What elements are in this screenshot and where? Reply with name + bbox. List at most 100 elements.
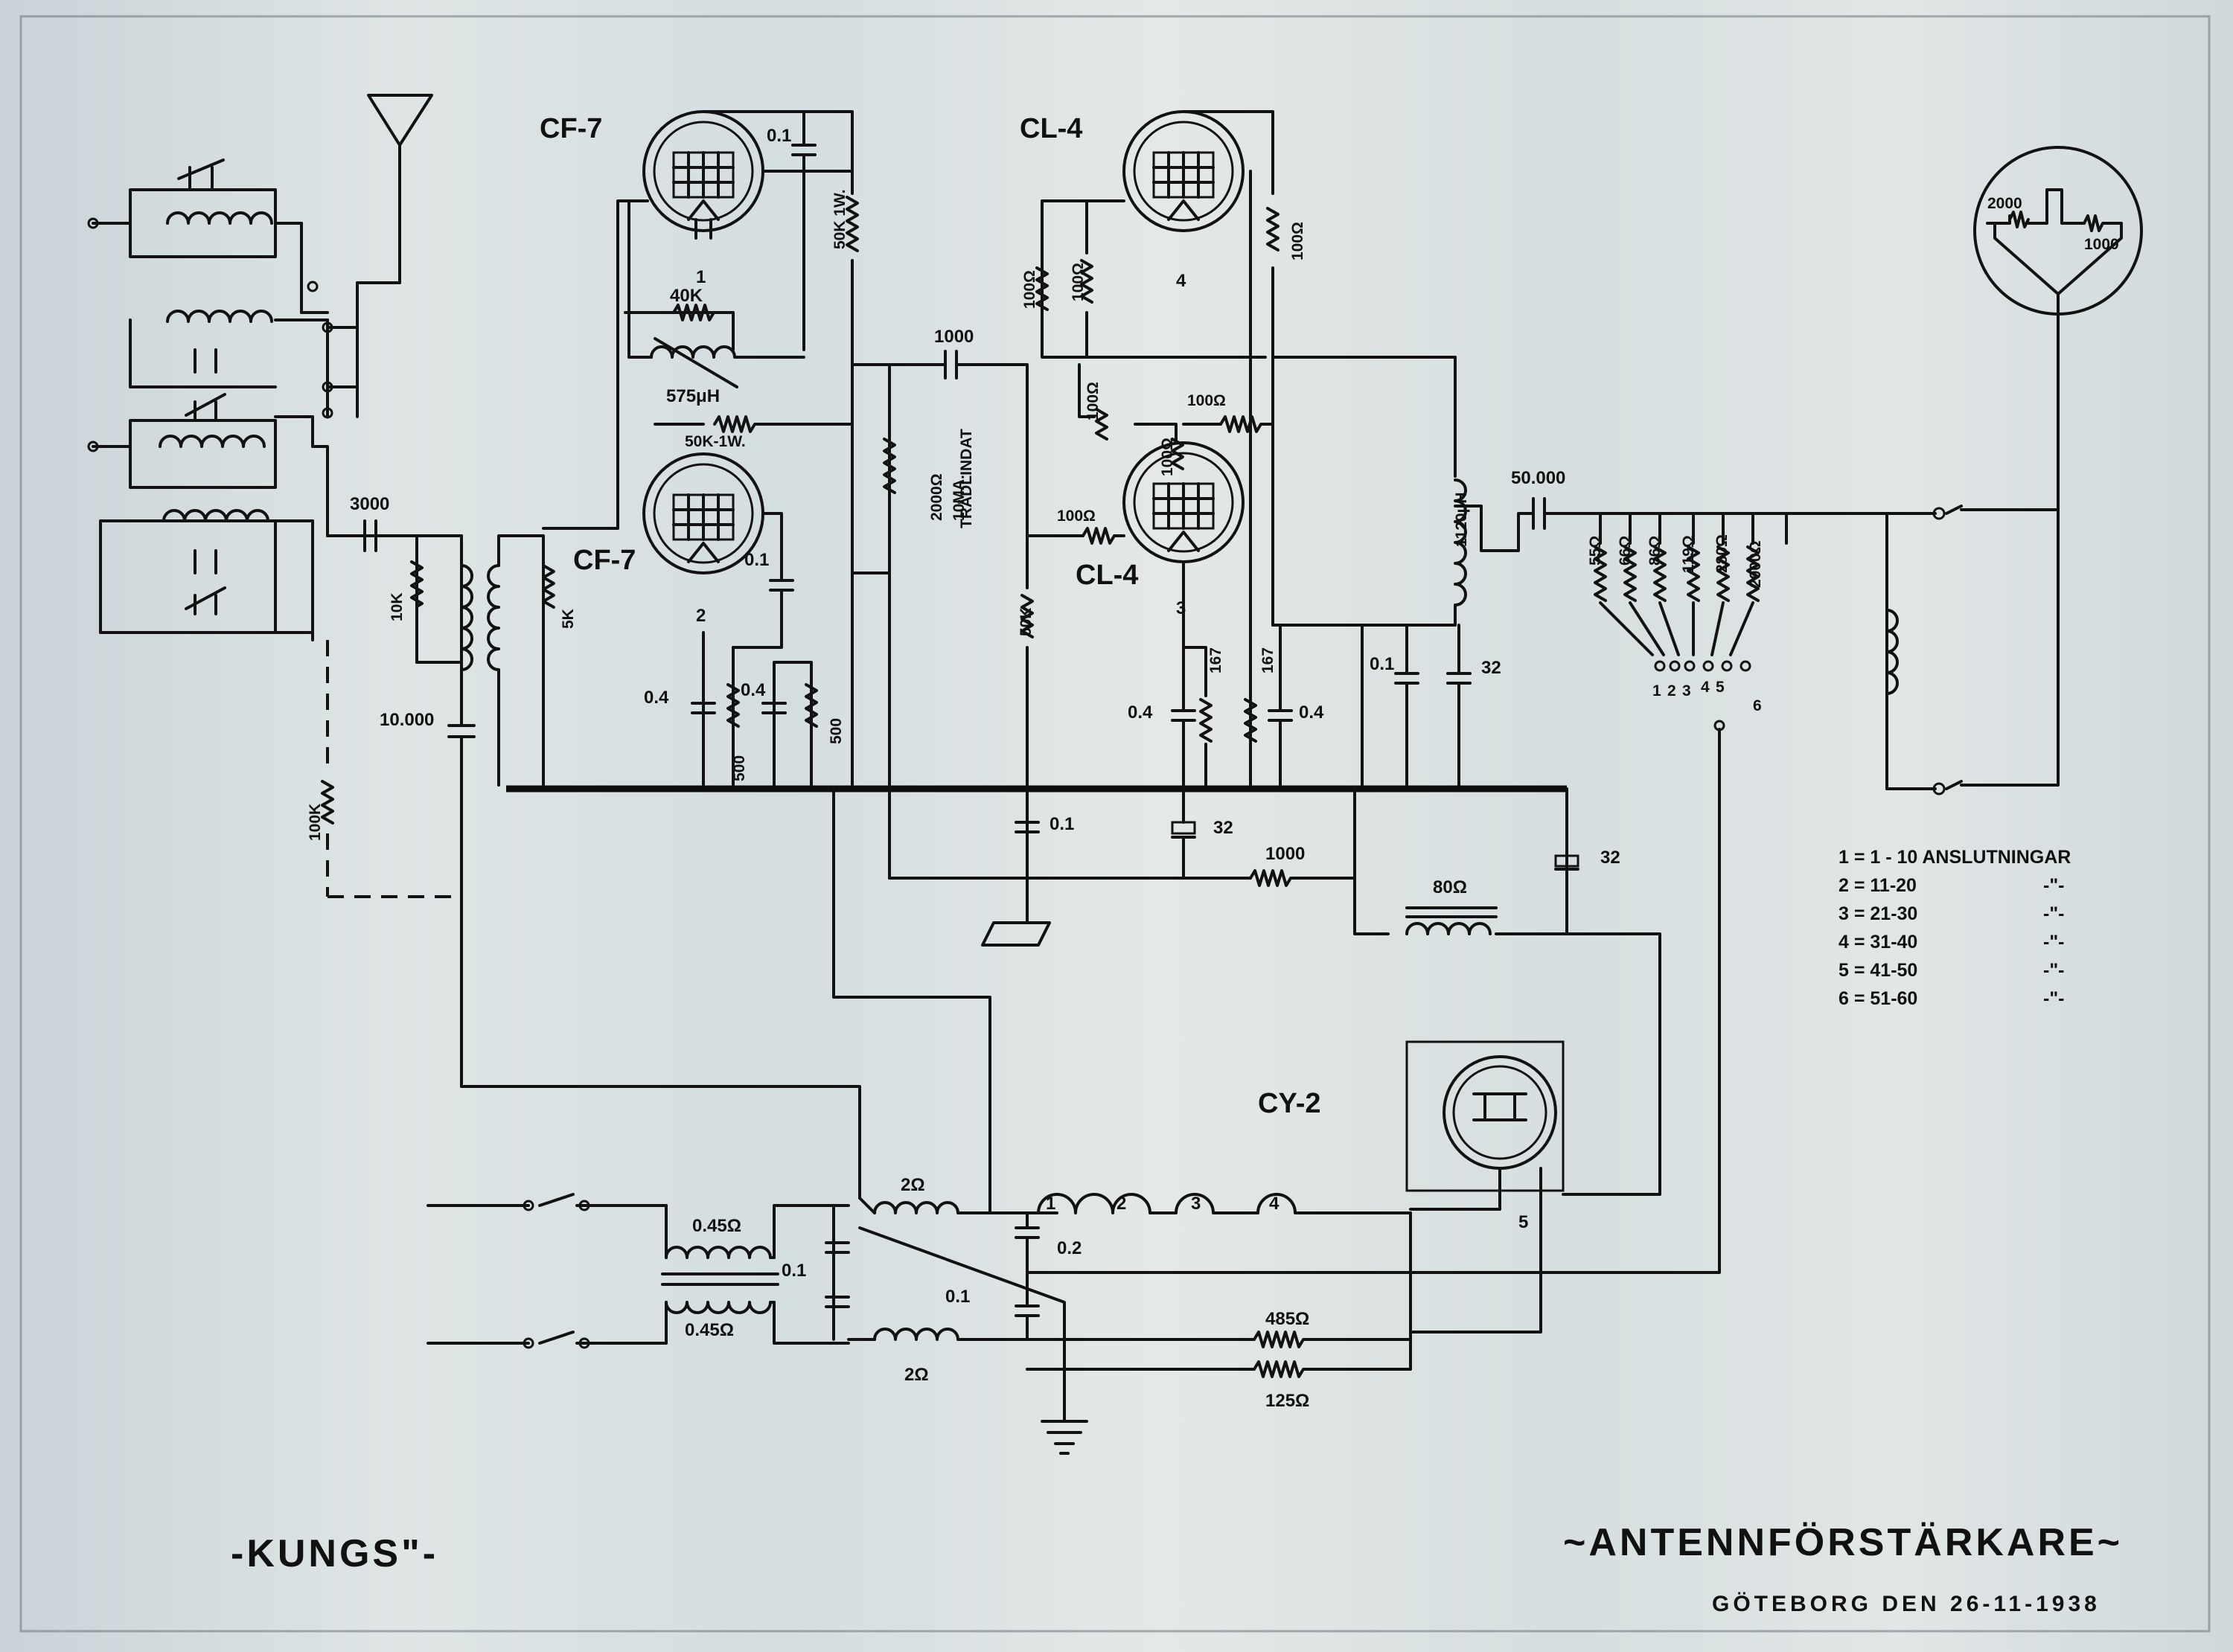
l-2-a-label: 2Ω [901,1175,925,1195]
l-575-icon [650,345,736,359]
r-50k-1w-label: 50K 1W. [831,189,849,249]
band-switch [307,281,359,419]
tube-1: CF-7 1 [540,110,764,287]
coil-2-icon [166,310,273,323]
l-575-label: 575μH [666,386,720,406]
legend-row-left: 5 = 41-50 [1839,960,1917,981]
connection-legend: 1 = 1 - 10 ANSLUTNINGAR 2 = 11-20 -"- 3 … [1839,847,2071,1009]
r-280-label: 280Ω [1713,534,1731,573]
r-100-c-icon [1266,207,1280,252]
r-40k-icon [672,304,715,321]
fil-3-label: 3 [1191,1194,1201,1214]
r-500-b-label: 500 [828,718,845,744]
r-50k-label: 50K [1018,607,1035,636]
r-100-e-icon [1171,438,1184,470]
r-40k-label: 40K [670,286,703,306]
legend-row-left: 1 = 1 - 10 ANSLUTNINGAR [1839,847,2071,868]
rectifier-number: 5 [1518,1212,1528,1232]
l-1120-label: 1120μH [1453,492,1470,547]
tube-2-type-label: CF-7 [573,545,636,576]
trad-ma-label: 10MA. [951,475,968,521]
r-167-a-label: 167 [1207,647,1224,673]
r-119-label: 119Ω [1680,535,1697,573]
r-500-a-label: 500 [731,755,748,781]
c-10000-label: 10.000 [380,710,434,730]
c-04-a-label: 0.4 [644,688,669,708]
input-coil-secondary-icon [487,564,500,671]
meter-icon [1973,146,2143,316]
c-32-bus-label: 32 [1213,818,1233,838]
c-01-bus-label: 0.1 [1050,814,1074,834]
interstage-coupling: 1000 2000Ω TRÅDLINDAT 10MA. 50K [851,327,1058,790]
r-100k-label: 100K [307,804,324,841]
subtitle: GÖTEBORG DEN 26-11-1938 [1712,1592,2101,1616]
transformer-lower-coil-icon [665,1301,776,1314]
r-100-a-icon [1035,266,1049,311]
antenna-input-section [87,94,433,641]
input-terminal-2 [87,441,99,452]
antenna-icon [367,94,433,284]
tube-1-number: 1 [696,267,706,287]
c-50000-label: 50.000 [1511,468,1565,488]
legend-row-left: 4 = 31-40 [1839,932,1917,953]
c-32-far-label: 32 [1600,848,1620,868]
coil-3-icon [159,435,266,448]
l-2-b-icon [873,1328,991,1341]
l-2-a-icon [873,1201,991,1214]
r-66-label: 66Ω [1617,536,1634,566]
fil-2-label: 2 [1116,1194,1126,1214]
rectifier-tube-icon [1443,1055,1557,1170]
tube-4-number: 4 [1176,271,1186,291]
r-485-label: 485Ω [1265,1309,1309,1329]
r-2000-trad-label: 2000Ω [928,473,945,521]
r-100-d-label: 100Ω [1084,382,1102,420]
l-2-b-label: 2Ω [904,1365,929,1385]
c-02-label: 0.2 [1057,1238,1082,1258]
sw-6-label: 6 [1753,697,1762,714]
c-04-c-label: 0.4 [1128,702,1153,723]
r-100-c-label: 100Ω [1289,222,1306,260]
sw-2-label: 2 [1667,682,1676,699]
rectifier-type-label: CY-2 [1258,1088,1320,1119]
transformer-upper-coil-icon [665,1246,776,1259]
c-01-top-label: 0.1 [767,126,791,146]
sw-3-label: 3 [1682,682,1691,699]
coil-4-icon [162,509,269,522]
r-100-b-icon [1080,259,1093,304]
output-choke-icon [1885,609,1899,695]
tube-3-type-label: CL-4 [1076,560,1138,591]
tube-1-type-label: CF-7 [540,113,602,144]
l-80-label: 80Ω [1433,877,1467,897]
c-3000-label: 3000 [350,494,389,514]
sw-4-label: 4 [1701,679,1710,696]
r-50k-1w-icon [846,196,859,252]
input-coil-primary-icon [460,564,473,671]
bus-components: 0.1 32 1000 80Ω 32 [888,787,1661,1196]
r-100k-icon [321,780,334,825]
r-5k-icon [542,564,555,609]
l-045-a-label: 0.45Ω [692,1216,741,1236]
tuned-circuit-coils [92,188,401,641]
meter-2000-label: 2000 [1987,195,2022,212]
r-100-d-icon [1095,408,1108,441]
sw-1-label: 1 [1652,682,1661,699]
r-100-g-label: 100Ω [1057,508,1096,525]
input-coupling: 3000 10K 5K 10.000 100K [307,494,619,1088]
c-04-b-label: 0.4 [741,680,766,700]
trad-text-label: TRÅDLINDAT [957,429,975,528]
legend-row-left: 2 = 11-20 [1839,875,1917,896]
c-1000-top-label: 1000 [934,327,974,347]
input-terminal-1 [87,217,99,229]
legend-row-right: -"- [2043,932,2065,953]
legend-row-right: -"- [2043,960,2065,981]
title-right: ~ANTENNFÖRSTÄRKARE~ [1563,1521,2123,1564]
output-terminal-2 [1932,782,1946,795]
c-32-r-label: 32 [1481,658,1501,678]
sw-5-label: 5 [1716,679,1725,696]
c-01-lo-label: 0.1 [945,1287,970,1307]
tube-2-number: 2 [696,606,706,626]
l-1120-icon [1454,478,1467,606]
r-500-a-icon [726,683,740,728]
r-100-b-label: 100Ω [1070,263,1087,301]
